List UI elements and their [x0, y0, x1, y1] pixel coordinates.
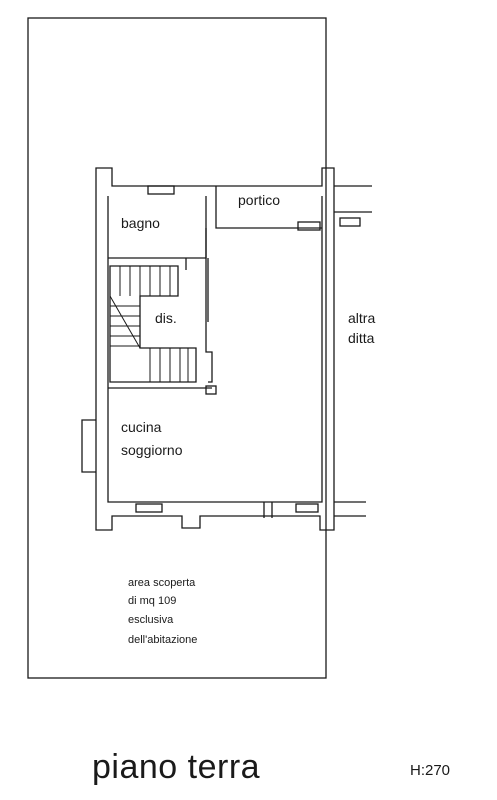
north-window	[147, 185, 175, 195]
room-label-ditta: ditta	[348, 330, 375, 346]
house-outer-wall	[95, 167, 335, 531]
area-note-line-3: esclusiva	[128, 614, 174, 626]
room-label-cucina: cucina	[121, 419, 162, 435]
south-window-2	[295, 503, 319, 513]
portico-wall	[215, 186, 322, 229]
house-inner-wall	[107, 196, 323, 503]
area-note-line-4: dell'abitazione	[128, 634, 198, 646]
room-label-portico: portico	[238, 192, 281, 208]
stair-outline	[109, 265, 197, 383]
service-core-wall	[205, 228, 213, 383]
south-window-1	[135, 503, 163, 513]
kitchen-top-opening	[205, 385, 217, 395]
area-note-line-2: di mq 109	[128, 595, 177, 607]
lot-boundary	[27, 17, 327, 679]
south-door	[263, 502, 273, 518]
room-label-altra: altra	[348, 310, 376, 326]
plan-scale: H:270	[410, 762, 451, 779]
room-label-soggiorno: soggiorno	[121, 442, 183, 458]
room-label-dis: dis.	[155, 310, 177, 326]
neighbour-window	[339, 217, 361, 227]
area-note-line-1: area scoperta	[128, 577, 196, 589]
room-label-bagno: bagno	[121, 215, 160, 231]
neighbour-wall-north	[334, 185, 372, 213]
west-wall-bump	[81, 419, 96, 473]
plan-title: piano terra	[92, 748, 261, 786]
stair-treads	[109, 266, 189, 382]
portico-door	[297, 221, 321, 231]
neighbour-wall-south	[334, 501, 366, 517]
